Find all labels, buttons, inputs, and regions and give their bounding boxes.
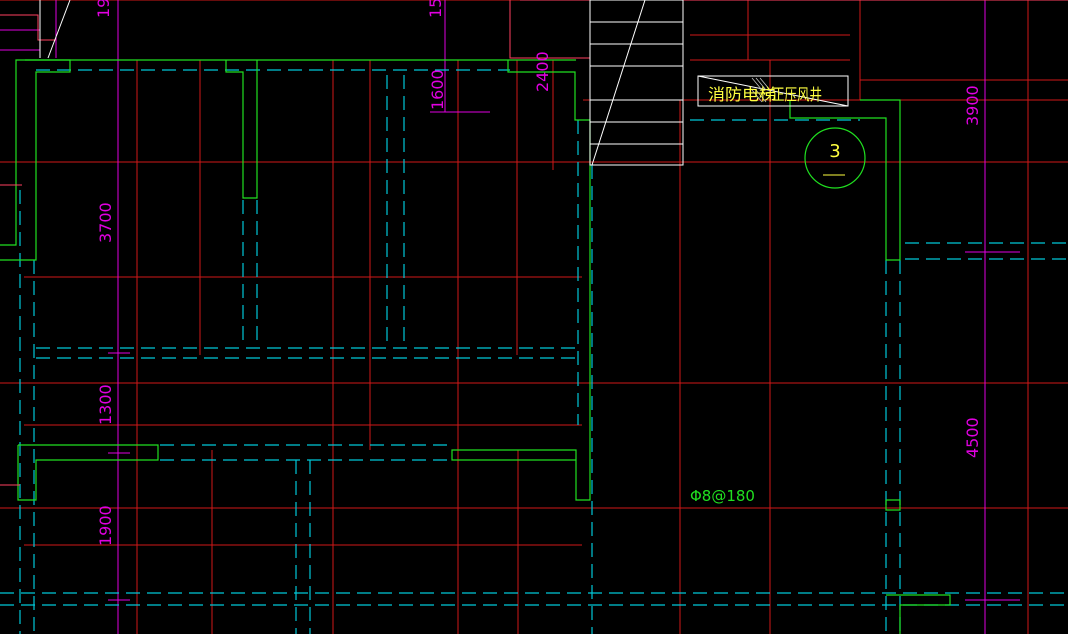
dimension-190[interactable]: 190 xyxy=(94,0,113,18)
dimension-3700[interactable]: 3700 xyxy=(96,202,115,243)
green-wall-outlines xyxy=(0,59,951,634)
shaft-room-label[interactable]: 正压风井 xyxy=(772,85,822,104)
dimension-1300[interactable]: 1300 xyxy=(96,384,115,425)
dimension-150[interactable]: 150 xyxy=(426,0,445,18)
axis-bubble-number: 3 xyxy=(829,141,840,162)
dimension-4500[interactable]: 4500 xyxy=(963,417,982,458)
shaft-hatch xyxy=(751,77,771,103)
magenta-dimension-lines xyxy=(0,0,1020,634)
cyan-beam-lines xyxy=(0,69,1068,634)
elevator-room-label[interactable]: 消防电梯 xyxy=(708,85,776,104)
rebar-annotation[interactable]: Φ8@180 xyxy=(690,487,755,505)
dimension-1600[interactable]: 1600 xyxy=(428,69,447,110)
dimension-1900[interactable]: 1900 xyxy=(96,505,115,546)
axis-bubble-circle[interactable] xyxy=(804,127,866,189)
dimension-3900[interactable]: 3900 xyxy=(963,85,982,126)
dimension-2400[interactable]: 2400 xyxy=(533,51,552,92)
stair-lines xyxy=(39,0,849,166)
